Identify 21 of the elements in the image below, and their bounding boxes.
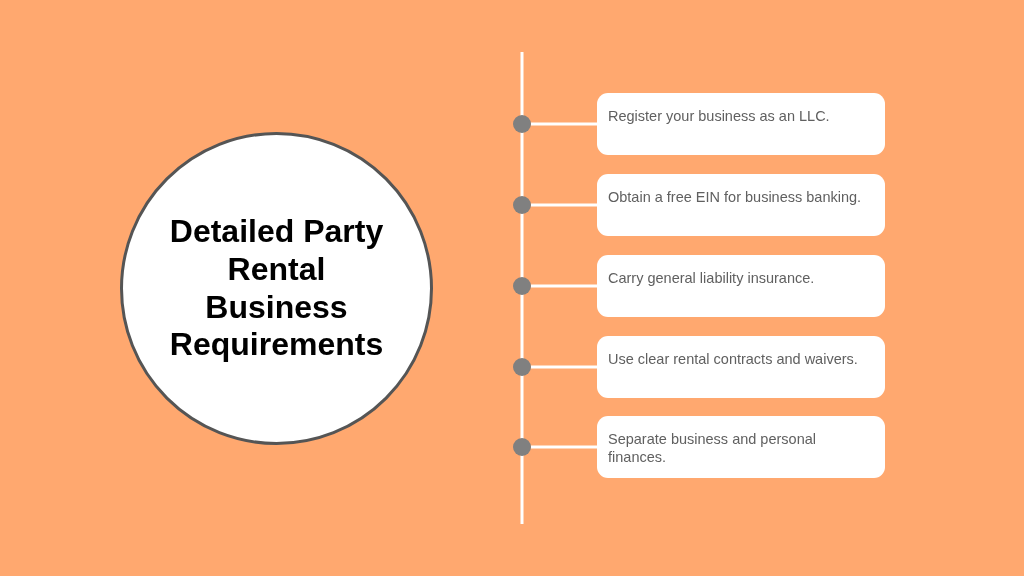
timeline-dot [513, 438, 531, 456]
connector-line [531, 122, 597, 126]
title-text: Detailed Party Rental Business Requirements [168, 213, 385, 364]
connector-line [531, 203, 597, 207]
connector-line [531, 445, 597, 449]
requirement-card [597, 93, 885, 155]
requirement-card [597, 416, 885, 478]
requirement-text: Separate business and personal finances. [608, 430, 817, 467]
requirement-text: Register your business as an LLC. [608, 107, 831, 126]
requirement-text: Use clear rental contracts and waivers. [608, 350, 859, 369]
connector-line [531, 365, 597, 369]
connector-line [531, 284, 597, 288]
requirement-card [597, 255, 885, 317]
timeline-dot [513, 277, 531, 295]
requirement-text: Carry general liability insurance. [608, 269, 816, 288]
requirement-text: Obtain a free EIN for business banking. [608, 188, 863, 207]
timeline-dot [513, 358, 531, 376]
requirement-card [597, 336, 885, 398]
timeline-dot [513, 196, 531, 214]
requirement-card [597, 174, 885, 236]
timeline-dot [513, 115, 531, 133]
